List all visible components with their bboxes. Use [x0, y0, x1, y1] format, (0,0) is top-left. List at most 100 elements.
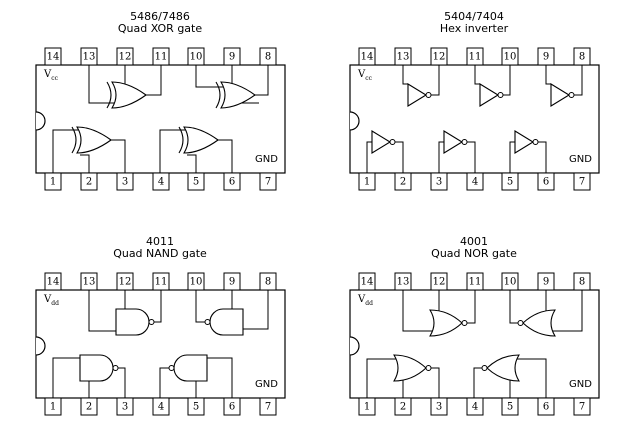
- nand-gate: [195, 290, 269, 336]
- pin-number: 6: [229, 177, 235, 188]
- chip-part-number: 4001: [460, 235, 488, 248]
- nor-gate: [509, 290, 583, 337]
- supply-label: Vdd: [357, 294, 373, 307]
- pin-number: 9: [543, 277, 549, 288]
- pin-number: 13: [83, 52, 96, 63]
- not-gate: [509, 130, 547, 173]
- pin-number: 5: [507, 402, 513, 413]
- pin-number: 9: [229, 277, 235, 288]
- pin-number: 1: [364, 177, 370, 188]
- chip-notch: [349, 336, 360, 356]
- chip-notch: [35, 111, 46, 131]
- pin-box: [573, 172, 591, 191]
- gate-group: [52, 65, 269, 173]
- pin-number: 8: [579, 277, 585, 288]
- nand-gate: [88, 290, 162, 336]
- pin-number: 7: [265, 177, 271, 188]
- pin-number: 5: [193, 177, 199, 188]
- chip-notch: [35, 336, 46, 356]
- chip-description: Quad NOR gate: [431, 247, 517, 260]
- pin-number: 7: [579, 402, 585, 413]
- chip-notch: [349, 111, 360, 131]
- pin-number: 2: [400, 177, 406, 188]
- pin-box: [358, 272, 376, 291]
- nor-gate: [402, 290, 476, 337]
- pin-number: 1: [50, 402, 56, 413]
- ground-label: GND: [255, 379, 278, 390]
- pin-box: [152, 172, 170, 191]
- pin-number: 9: [229, 52, 235, 63]
- pin-number: 11: [469, 52, 482, 63]
- chip-part-number: 4011: [146, 235, 174, 248]
- nor-gate: [366, 354, 440, 398]
- gate-group: [52, 290, 269, 398]
- nand-gate: [52, 354, 126, 398]
- pin-number: 2: [86, 177, 92, 188]
- pin-box: [358, 47, 376, 66]
- nand-gate: [159, 354, 233, 398]
- pin-number: 4: [158, 402, 164, 413]
- pin-number: 5: [193, 402, 199, 413]
- chip-description: Quad NAND gate: [113, 247, 207, 260]
- chip-part-number: 5486/7486: [130, 10, 190, 23]
- pin-number: 3: [122, 402, 128, 413]
- pin-number: 4: [472, 177, 478, 188]
- pin-number: 11: [155, 52, 168, 63]
- pin-box: [259, 172, 277, 191]
- xor-gate: [195, 65, 269, 109]
- pin-number: 5: [507, 177, 513, 188]
- pin-number: 14: [361, 52, 374, 63]
- xor-gate: [88, 65, 162, 109]
- pin-number: 6: [543, 177, 549, 188]
- pin-number: 11: [469, 277, 482, 288]
- pin-number: 2: [86, 402, 92, 413]
- bottom-pin-row: 1 2 3 4 5 6 7: [44, 397, 277, 416]
- pin-number: 1: [364, 402, 370, 413]
- pin-box: [259, 397, 277, 416]
- pin-number: 3: [122, 177, 128, 188]
- supply-label: Vcc: [357, 69, 373, 82]
- xor-gate: [52, 126, 126, 173]
- ground-label: GND: [569, 379, 592, 390]
- pin-number: 10: [504, 52, 517, 63]
- pin-number: 8: [265, 277, 271, 288]
- pin-number: 3: [436, 177, 442, 188]
- not-gate: [474, 65, 511, 107]
- pin-number: 7: [265, 402, 271, 413]
- chip-part-number: 5404/7404: [444, 10, 504, 23]
- pin-number: 12: [119, 277, 132, 288]
- pin-box: [152, 397, 170, 416]
- pin-number: 12: [119, 52, 132, 63]
- pin-box: [44, 47, 62, 66]
- pin-number: 14: [47, 277, 60, 288]
- not-gate: [545, 65, 583, 107]
- pin-number: 8: [579, 52, 585, 63]
- pin-number: 14: [361, 277, 374, 288]
- pin-number: 8: [265, 52, 271, 63]
- supply-label: Vdd: [43, 294, 59, 307]
- pin-number: 7: [579, 177, 585, 188]
- gate-group: [366, 65, 583, 173]
- not-gate: [366, 130, 404, 173]
- pin-number: 4: [158, 177, 164, 188]
- pin-number: 13: [397, 277, 410, 288]
- supply-label: Vcc: [43, 69, 59, 82]
- pin-number: 6: [543, 402, 549, 413]
- pin-number: 10: [190, 52, 203, 63]
- chip-description: Quad XOR gate: [118, 22, 203, 35]
- pin-number: 12: [433, 277, 446, 288]
- pin-number: 6: [229, 402, 235, 413]
- pin-box: [573, 397, 591, 416]
- pin-number: 12: [433, 52, 446, 63]
- xor-gate: [159, 126, 233, 173]
